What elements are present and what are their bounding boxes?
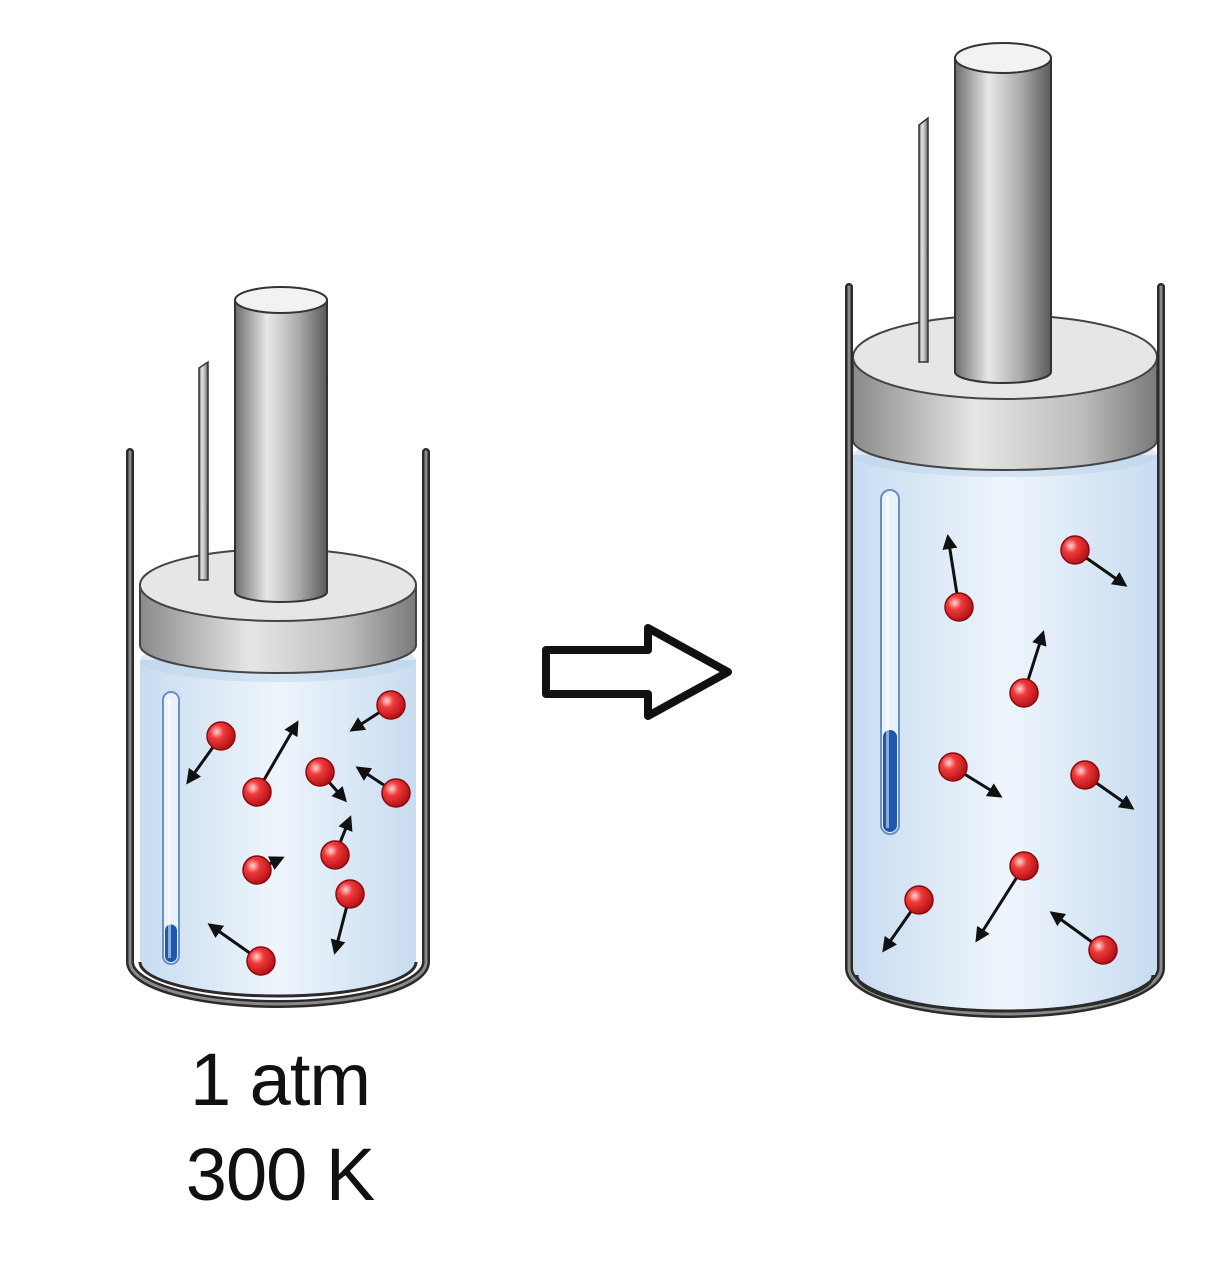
gas-molecule-icon [242, 720, 299, 807]
piston-icon [139, 286, 417, 674]
gas-molecule-icon [1070, 760, 1135, 810]
right-cylinder [845, 42, 1165, 1018]
gas-molecule-icon [938, 752, 1003, 798]
gas-molecule-icon [330, 879, 365, 955]
left-cylinder [126, 286, 430, 1008]
temperature-label: 300 K [185, 1133, 375, 1216]
gas-molecule-icon [349, 690, 406, 732]
gas-molecule-icon [305, 757, 347, 803]
gas-molecule-icon [1049, 911, 1118, 965]
pressure-label: 1 atm [189, 1038, 371, 1121]
right-gas-region [853, 455, 1157, 1013]
gas-molecule-icon [242, 855, 285, 885]
right-molecules [882, 534, 1135, 965]
gas-molecule-icon [320, 815, 353, 870]
piston-icon [852, 42, 1158, 471]
left-gas-region [140, 660, 416, 998]
process-arrow-icon [542, 624, 732, 720]
gas-molecule-icon [882, 885, 934, 953]
gas-molecule-icon [1009, 630, 1047, 708]
gas-molecule-icon [186, 721, 236, 785]
thermometer-icon [880, 489, 900, 835]
gas-molecule-icon [355, 766, 411, 808]
gas-molecule-icon [975, 851, 1039, 943]
gas-molecule-icon [207, 923, 276, 976]
left-molecules [186, 690, 411, 976]
gas-molecule-icon [942, 534, 974, 622]
gas-molecule-icon [1060, 535, 1128, 587]
thermometer-icon [162, 691, 180, 965]
